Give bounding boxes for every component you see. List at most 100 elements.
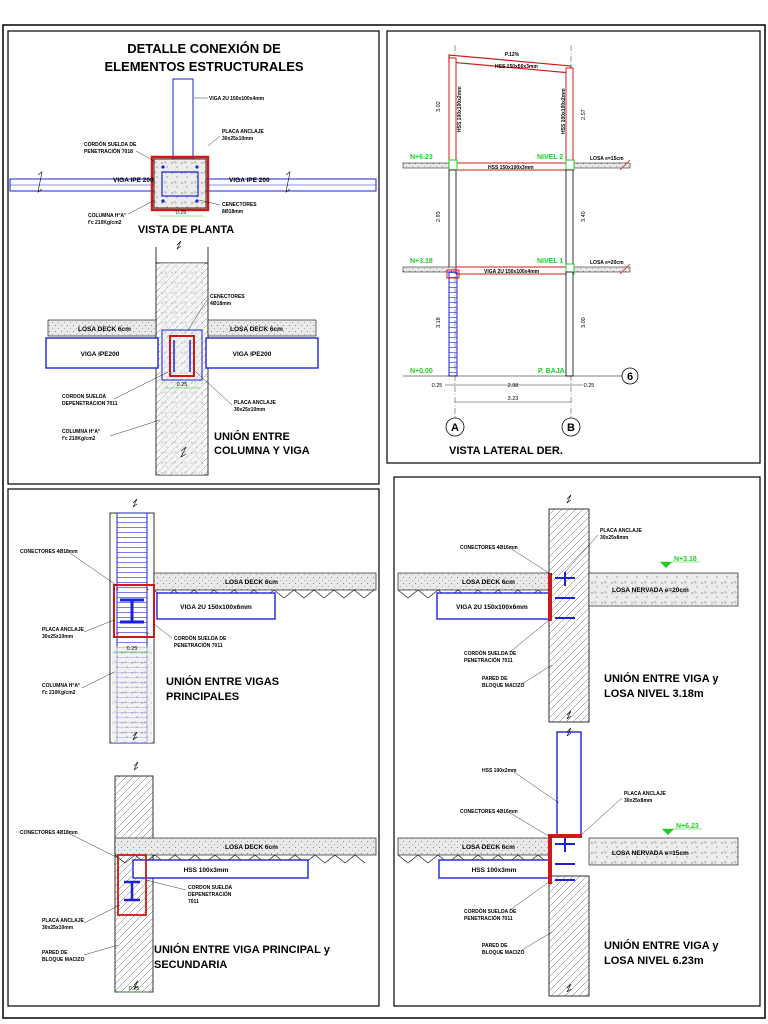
- grid-bubble-b: [561, 417, 581, 437]
- sheet-title-line2: ELEMENTOS ESTRUCTURALES: [104, 59, 303, 74]
- label-cordon-623-1: CORDÓN SUELDA DE: [464, 907, 517, 915]
- level-623: N+6.23: [410, 154, 433, 161]
- grid-b: B: [567, 422, 575, 434]
- label-conectores-318: CONECTORES 4Ø16mm: [460, 545, 518, 551]
- label-cordon-plan-2: PENETRACIÓN 7018: [84, 147, 133, 155]
- label-cordon-318-1: CORDÓN SUELDA DE: [464, 649, 517, 657]
- label-cordon-principal-2: PENETRACIÓN 7011: [174, 641, 223, 649]
- label-hss-623: HSS 100x2mm: [482, 768, 517, 774]
- vigas-principales-title-1: UNIÓN ENTRE VIGAS: [166, 675, 279, 688]
- label-cordon-sec-2: DEPENETRACIÓN: [188, 890, 232, 898]
- losa-nervada-623: [588, 837, 739, 866]
- wall-623: [548, 875, 590, 997]
- label-conectores-col-2: 4Ø18mm: [210, 301, 232, 307]
- anchor-plate-section: [169, 335, 195, 377]
- label-columna-plan-1: COLUMNA H°A°: [88, 213, 126, 219]
- level-000: N+0.00: [410, 368, 433, 375]
- label-pared-623-1: PARED DE: [482, 943, 508, 949]
- viga-secundaria-title-2: SECUNDARIA: [154, 959, 227, 971]
- panel-side-view: P.12% HSS 150x50x3mm HSS 100x100x2mm HSS…: [386, 30, 761, 464]
- col-left-top-label: HSS 100x100x2mm: [457, 86, 463, 132]
- viga-losa-318-title-1: UNIÓN ENTRE VIGA y: [604, 672, 719, 685]
- grid-bubble-a: [445, 417, 465, 437]
- slab-deck-right: [207, 319, 317, 337]
- anchor-plate-318: [548, 573, 552, 621]
- column-left-mid: [448, 169, 457, 269]
- viga-2u-principal: [156, 592, 276, 620]
- hss-623-label: HSS 100x3mm: [472, 867, 517, 874]
- beam-lower-label: VIGA 2U 150x100x4mm: [484, 269, 540, 275]
- panel-plan-and-column: DETALLE CONEXIÓN DE ELEMENTOS ESTRUCTURA…: [7, 30, 380, 485]
- vista-planta-title: VISTA DE PLANTA: [138, 224, 234, 236]
- p-baja: P. BAJA: [538, 368, 565, 375]
- column-left-upper: [448, 57, 457, 165]
- losa-nervada-623-label: LOSA NERVADA e=15cm: [612, 850, 689, 857]
- slab-deck-secundaria: [114, 837, 377, 856]
- label-viga-ipe-left: VIGA IPE 200: [113, 177, 154, 184]
- label-columna-principal-2: f'c 210Kg/cm2: [42, 690, 76, 696]
- dim-025-right: 0.25: [584, 383, 595, 389]
- svg-text:+: +: [116, 631, 119, 637]
- viga-ipe-right: [205, 337, 319, 369]
- label-pared-sec-1: PARED DE: [42, 950, 68, 956]
- losa-secundaria-label: LOSA DECK 6cm: [225, 844, 278, 851]
- vista-lateral-title: VISTA LATERAL DER.: [449, 445, 563, 457]
- label-placa-623-1: PLACA ANCLAJE: [624, 791, 667, 797]
- dim-025-left: 0.25: [432, 383, 443, 389]
- wall-secundaria: [114, 775, 154, 993]
- hss-secundaria-label: HSS 100x3mm: [184, 867, 229, 874]
- label-pared-sec-2: BLOQUE MACIZO: [42, 957, 85, 963]
- label-columna-col-2: f'c 210Kg/cm2: [62, 436, 96, 442]
- viga-losa-318-title-2: LOSA NIVEL 3.18m: [604, 688, 704, 700]
- label-placa-principal-1: PLACA ANCLAJE: [42, 627, 85, 633]
- dim-318: 3.18: [436, 317, 442, 328]
- union-col-title-1: UNIÓN ENTRE: [214, 430, 290, 443]
- label-conectores-plan-2: 8Ø18mm: [222, 209, 244, 215]
- label-conectores-col-1: CENECTORES: [210, 294, 245, 300]
- nivel-2: NIVEL 2: [537, 154, 563, 161]
- viga-ipe-left: [45, 337, 159, 369]
- column-right-upper: [565, 67, 574, 165]
- label-cordon-principal-1: CORDÓN SUELDA DE: [174, 634, 227, 642]
- level-623-detail: N+6.23: [676, 823, 699, 830]
- label-placa-principal-2: 30x25x10mm: [42, 634, 74, 640]
- label-placa-623-2: 30x25x8mm: [624, 798, 653, 804]
- label-placa-318-1: PLACA ANCLAJE: [600, 528, 643, 534]
- level-318: N+3.18: [410, 258, 433, 265]
- hss-column-623: [556, 731, 582, 837]
- slope-label: P.12%: [505, 52, 520, 58]
- label-conectores-623: CONECTORES 4Ø16mm: [460, 809, 518, 815]
- viga-secundaria-title-1: UNIÓN ENTRE VIGA PRINCIPAL y: [154, 943, 331, 956]
- label-placa-sec-1: PLACA ANCLAJE: [42, 918, 85, 924]
- grid-a: A: [451, 422, 459, 434]
- roof-label: HSS 150x50x3mm: [495, 64, 538, 70]
- label-cordon-sec-1: CORDON SUELDA: [188, 885, 233, 891]
- panel-frame: [7, 30, 380, 485]
- losa-principal-label: LOSA DECK 6cm: [225, 579, 278, 586]
- losa-15-label: LOSA e=15cm: [590, 156, 624, 162]
- label-cordon-plan-1: CORDÓN SUELDA DE: [84, 140, 137, 148]
- losa-left-label: LOSA DECK 6cm: [78, 326, 131, 333]
- svg-text:+: +: [146, 631, 149, 637]
- beam-upper-label: HSS 150x100x3mm: [488, 165, 534, 171]
- anchor-plate-secundaria: [117, 854, 147, 916]
- viga-losa-623-title-1: UNIÓN ENTRE VIGA y: [604, 939, 719, 952]
- sheet-title-line1: DETALLE CONEXIÓN DE: [127, 41, 281, 56]
- panel-frame: [7, 488, 380, 1007]
- slab-deck-left: [47, 319, 157, 337]
- panel-frame: [386, 30, 761, 464]
- label-viga-ipe-right: VIGA IPE 200: [229, 177, 270, 184]
- viga-2u-plan: [172, 78, 194, 160]
- dim-300: 3.00: [581, 317, 587, 328]
- losa-nervada-318-label: LOSA NERVADA e=20cm: [612, 587, 689, 594]
- grid-bubble-6: [621, 367, 639, 385]
- panel-beam-slab: LOSA DECK 6cm LOSA NERVADA e=20cm VIGA 2…: [393, 476, 761, 1007]
- dim-302: 3.02: [436, 101, 442, 112]
- label-placa-plan: PLACA ANCLAJE: [222, 129, 265, 135]
- dim-025-col: 0.25: [177, 382, 188, 388]
- vigas-principales-title-2: PRINCIPALES: [166, 691, 239, 703]
- column-right-mid: [565, 169, 574, 269]
- label-columna-principal-1: COLUMNA H°A°: [42, 683, 80, 689]
- label-conectores-secundaria: CONECTORES 4Ø18mm: [20, 830, 78, 836]
